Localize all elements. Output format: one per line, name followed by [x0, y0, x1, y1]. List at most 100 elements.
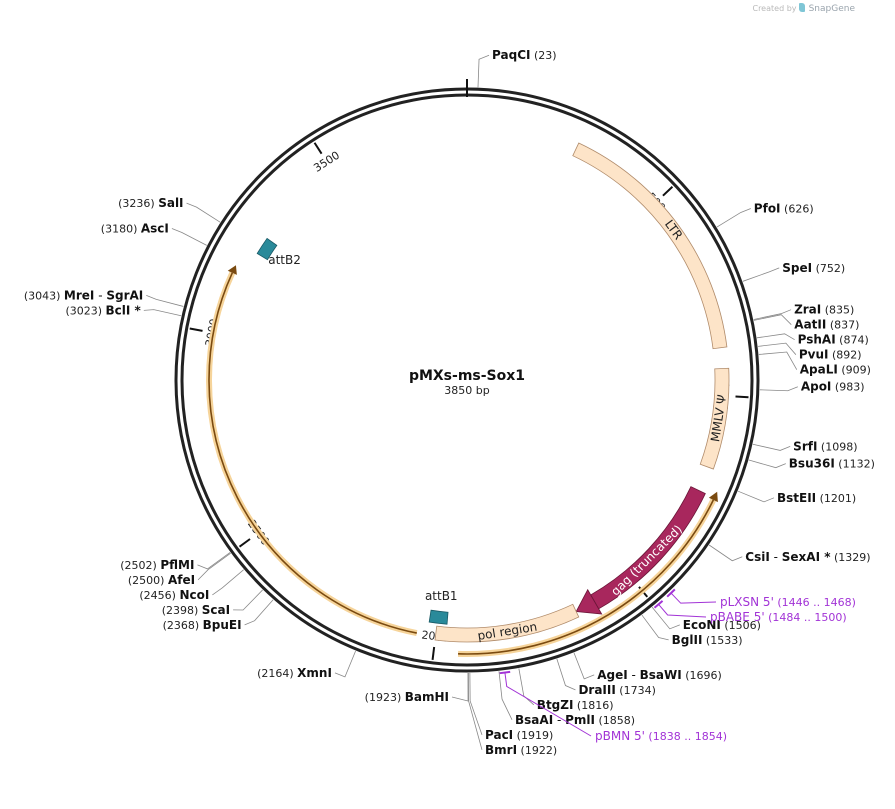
enzyme-leader-line [716, 208, 751, 228]
enzyme-text: BglII (1533) [672, 633, 743, 647]
credit-prefix: Created by [752, 4, 797, 13]
feature-attb2 [256, 237, 278, 261]
enzyme-name: BtgZI [537, 698, 574, 712]
primer-label: pBABE 5' (1484 .. 1500) [710, 610, 847, 624]
enzyme-leader-line [186, 202, 221, 223]
enzyme-position: (1922) [517, 744, 557, 757]
enzyme-leader-line [469, 672, 483, 735]
enzyme-position: (837) [826, 319, 859, 332]
enzyme-name: BsaWI [640, 668, 682, 682]
enzyme-position: (835) [821, 304, 854, 317]
enzyme-name: PacI [485, 728, 513, 742]
enzyme-position: (1201) [816, 492, 856, 505]
enzyme-name: PvuI [799, 348, 829, 362]
feature-orf-inner-arrowhead [708, 491, 718, 503]
enzyme-leader-line [477, 54, 490, 88]
enzyme-name: AscI [141, 222, 169, 236]
enzyme-label: PvuI (892) [799, 348, 862, 362]
enzyme-leader-line [556, 658, 576, 691]
enzyme-position: (1816) [573, 699, 613, 712]
enzyme-label: (3180) AscI [101, 222, 169, 236]
enzyme-label: PshAI (874) [798, 333, 869, 347]
enzyme-sites: PaqCI (23)PfoI (626)SpeI (752)ZraI (835)… [24, 48, 875, 757]
enzyme-position: (2164) [257, 667, 297, 680]
enzyme-label: (2456) NcoI [139, 588, 209, 602]
primer-label: pLXSN 5' (1446 .. 1468) [720, 595, 856, 609]
enzyme-name: PshAI [798, 333, 836, 347]
enzyme-label: EcoNI (1506) [683, 618, 761, 632]
enzyme-leader-line [244, 599, 274, 626]
enzyme-name: ApaLI [800, 363, 838, 377]
enzyme-name: BclI * [106, 303, 142, 317]
enzyme-position: (1734) [616, 684, 656, 697]
enzyme-text: BtgZI (1816) [537, 698, 614, 712]
enzyme-leader-line [212, 569, 244, 596]
enzyme-position: (3043) [24, 289, 64, 302]
enzyme-name: SpeI [782, 261, 812, 275]
enzyme-leader-line [742, 267, 780, 282]
snapgene-logo-icon [799, 3, 806, 12]
enzyme-text: PfoI (626) [754, 201, 814, 215]
enzyme-name: - [553, 713, 565, 727]
primer-name: pLXSN 5' [720, 595, 774, 609]
feature-gag-arrowhead [575, 588, 603, 615]
enzyme-leader-line [498, 671, 513, 721]
enzyme-name: DraIII [578, 683, 615, 697]
enzyme-text: PshAI (874) [798, 333, 869, 347]
enzyme-leader-line [752, 443, 791, 451]
enzyme-text: (3180) AscI [101, 222, 169, 236]
enzyme-name: SalI [158, 196, 183, 210]
enzyme-text: (3236) SalI [118, 196, 183, 210]
enzyme-text: AatII (837) [794, 318, 859, 332]
enzyme-label: DraIII (1734) [578, 683, 655, 697]
enzyme-leader-line [197, 552, 231, 581]
plasmid-size: 3850 bp [444, 384, 489, 397]
enzyme-text: (2164) XmnI [257, 666, 332, 680]
enzyme-text: ApaLI (909) [800, 363, 871, 377]
enzyme-leader-line [758, 351, 798, 370]
bp-tick-mark [662, 186, 674, 197]
enzyme-label: BstEII (1201) [777, 491, 856, 505]
enzyme-label: (1923) BamHI [365, 690, 449, 704]
plasmid-backbone [174, 79, 760, 673]
enzyme-label: (2368) BpuEI [163, 618, 242, 632]
enzyme-label: BtgZI (1816) [537, 698, 614, 712]
enzyme-text: EcoNI (1506) [683, 618, 761, 632]
enzyme-leader-line [451, 672, 469, 702]
enzyme-position: (23) [530, 49, 556, 62]
bp-tick-mark [735, 395, 749, 399]
enzyme-name: SgrAI [106, 288, 143, 302]
enzyme-position: (1506) [721, 619, 761, 632]
enzyme-leader-line [334, 650, 356, 678]
primer-position: (1446 .. 1468) [774, 596, 856, 609]
primer-leader-line [670, 592, 717, 604]
enzyme-name: AfeI [168, 573, 195, 587]
enzyme-label: PacI (1919) [485, 728, 553, 742]
enzyme-name: PflMI [160, 558, 194, 572]
feature-orf-inner [458, 499, 715, 655]
feature-label-attb1: attB1 [425, 589, 458, 603]
feature-attb1 [428, 609, 449, 625]
enzyme-label: (2398) ScaI [162, 603, 230, 617]
enzyme-position: (3180) [101, 223, 141, 236]
enzyme-name: - [770, 550, 782, 564]
enzyme-leader-line [518, 668, 535, 706]
primer-leader-line [658, 604, 707, 618]
bp-tick-label: 3500 [311, 149, 342, 175]
feature-insert-arrowhead [227, 265, 237, 275]
enzyme-label: (3236) SalI [118, 196, 183, 210]
enzyme-label: AatII (837) [794, 318, 859, 332]
enzyme-label: (2500) AfeI [128, 573, 195, 587]
feature-pol-region [434, 603, 580, 643]
enzyme-leader-line [146, 295, 184, 307]
bp-tick-mark [189, 327, 203, 332]
enzyme-position: (874) [836, 334, 869, 347]
plasmid-name: pMXs-ms-Sox1 [409, 368, 525, 384]
enzyme-label: (2502) PflMI [120, 558, 194, 572]
primer-position: (1838 .. 1854) [645, 730, 727, 743]
enzyme-label: SrfI (1098) [793, 439, 857, 453]
enzyme-position: (2500) [128, 574, 168, 587]
enzyme-leader-line [651, 606, 680, 630]
enzyme-position: (2368) [163, 619, 203, 632]
enzyme-name: XmnI [297, 666, 332, 680]
